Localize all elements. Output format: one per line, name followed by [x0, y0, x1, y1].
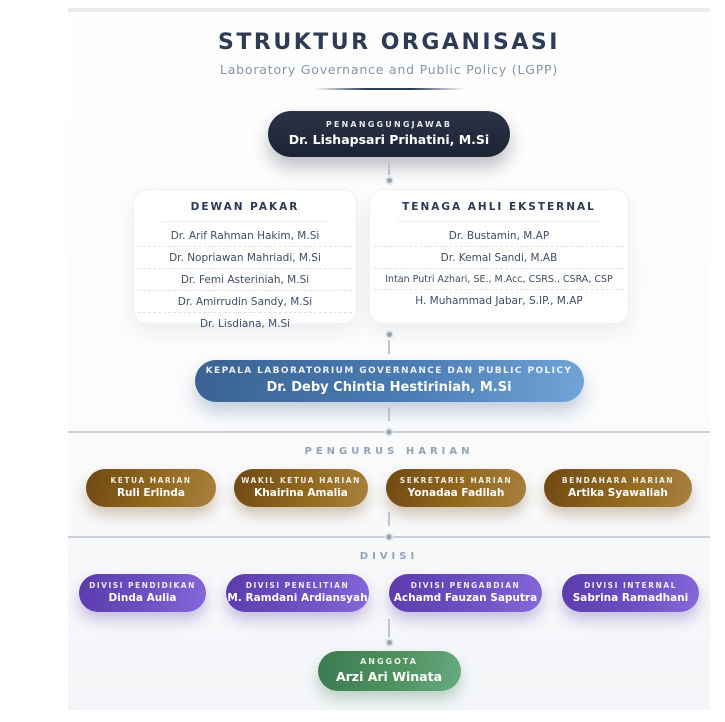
member-name: Dr. Arif Rahman Hakim, M.Si [170, 229, 320, 242]
member-name: Dr. Amirrudin Sandy, M.Si [138, 290, 352, 312]
node-role-label: DIVISI PENDIDIKAN [89, 580, 196, 590]
section-label-pengurus-harian: PENGURUS HARIAN [304, 446, 474, 457]
card-underline [398, 221, 600, 222]
node-penanggungjawab: PENANGGUNGJAWAB Dr. Lishapsari Prihatini… [268, 111, 510, 157]
connector-dot [386, 178, 392, 183]
node-person-name: Dinda Aulia [108, 592, 177, 605]
connector-horizontal [68, 427, 710, 436]
node-wakil-ketua-harian: WAKIL KETUA HARIAN Khairina Amalia [234, 469, 368, 507]
node-role-label: KETUA HARIAN [110, 475, 192, 485]
node-anggota: ANGGOTA Arzi Ari Winata [317, 651, 461, 691]
page-subtitle: Laboratory Governance and Public Policy … [219, 62, 559, 77]
page-title: STRUKTUR ORGANISASI [218, 30, 560, 55]
node-divisi-pengabdian: DIVISI PENGABDIAN Achamd Fauzan Saputra [389, 574, 542, 612]
node-person-name: Artika Syawaliah [568, 487, 668, 500]
node-role-label: ANGGOTA [360, 657, 418, 667]
node-person-name: Dr. Lishapsari Prihatini, M.Si [288, 132, 490, 148]
advisory-row: DEWAN PAKAR Dr. Arif Rahman Hakim, M.Si … [68, 189, 710, 330]
node-role-label: BENDAHARA HARIAN [561, 475, 675, 485]
node-person-name: Ruli Erlinda [116, 487, 186, 500]
node-divisi-pendidikan: DIVISI PENDIDIKAN Dinda Aulia [79, 574, 206, 612]
node-person-name: Yonadaa Fadilah [407, 487, 505, 500]
node-role-label: KEPALA LABORATORIUM GOVERNANCE DAN PUBLI… [205, 366, 573, 377]
top-strip [68, 8, 710, 12]
connector-dot [386, 640, 392, 645]
member-name: Dr. Bustamin, M.AP [448, 229, 550, 242]
node-divisi-internal: DIVISI INTERNAL Sabrina Ramadhani [562, 574, 699, 612]
node-role-label: DIVISI INTERNAL [584, 580, 677, 590]
card-underline [162, 221, 328, 222]
node-person-name: Dr. Deby Chintia Hestiriniah, M.Si [266, 379, 512, 395]
node-divisi-penelitian: DIVISI PENELITIAN M. Ramdani Ardiansyah [226, 574, 369, 612]
connector-line [388, 512, 390, 526]
member-name: Intan Putri Azhari, SE., M.Acc, CSRS., C… [374, 268, 624, 289]
member-name: Dr. Nopriawan Mahriadi, M.Si [138, 246, 352, 268]
member-name: Dr. Kemal Sandi, M.AB [374, 246, 624, 268]
node-person-name: M. Ramdani Ardiansyah [227, 592, 368, 605]
node-person-name: Arzi Ari Winata [335, 669, 443, 685]
member-name: Dr. Lisdiana, M.Si [138, 312, 352, 334]
member-name: H. Muhammad Jabar, S.IP., M.AP [374, 289, 624, 311]
connector-dot [386, 534, 392, 539]
node-role-label: WAKIL KETUA HARIAN [241, 475, 361, 485]
pengurus-harian-row: KETUA HARIAN Ruli Erlinda WAKIL KETUA HA… [68, 469, 710, 507]
node-person-name: Achamd Fauzan Saputra [393, 592, 538, 605]
section-label-divisi: DIVISI [359, 551, 419, 562]
connector-horizontal [68, 532, 710, 541]
connector-line [388, 161, 390, 175]
connector-dot [386, 429, 392, 434]
card-tenaga-ahli-eksternal: TENAGA AHLI EKSTERNAL Dr. Bustamin, M.AP… [369, 189, 629, 324]
connector-line [388, 340, 390, 354]
node-kepala-laboratorium: KEPALA LABORATORIUM GOVERNANCE DAN PUBLI… [194, 360, 584, 402]
node-role-label: DIVISI PENGABDIAN [410, 580, 521, 590]
org-chart-sheet: STRUKTUR ORGANISASI Laboratory Governanc… [68, 8, 710, 710]
node-person-name: Sabrina Ramadhani [572, 592, 689, 605]
title-divider [314, 88, 464, 90]
node-sekretaris-harian: SEKRETARIS HARIAN Yonadaa Fadilah [386, 469, 526, 507]
member-name: Dr. Femi Asteriniah, M.Si [138, 268, 352, 290]
node-role-label: SEKRETARIS HARIAN [399, 475, 513, 485]
connector-dot [386, 332, 392, 337]
connector-line [388, 619, 390, 637]
card-title: TENAGA AHLI EKSTERNAL [402, 201, 596, 213]
card-title: DEWAN PAKAR [190, 201, 300, 213]
connector-line [388, 407, 390, 421]
card-dewan-pakar: DEWAN PAKAR Dr. Arif Rahman Hakim, M.Si … [133, 189, 357, 330]
node-role-label: PENANGGUNGJAWAB [325, 120, 453, 130]
divisi-row: DIVISI PENDIDIKAN Dinda Aulia DIVISI PEN… [68, 574, 710, 612]
node-person-name: Khairina Amalia [254, 487, 348, 500]
node-ketua-harian: KETUA HARIAN Ruli Erlinda [86, 469, 216, 507]
node-bendahara-harian: BENDAHARA HARIAN Artika Syawaliah [544, 469, 692, 507]
node-role-label: DIVISI PENELITIAN [245, 580, 350, 590]
